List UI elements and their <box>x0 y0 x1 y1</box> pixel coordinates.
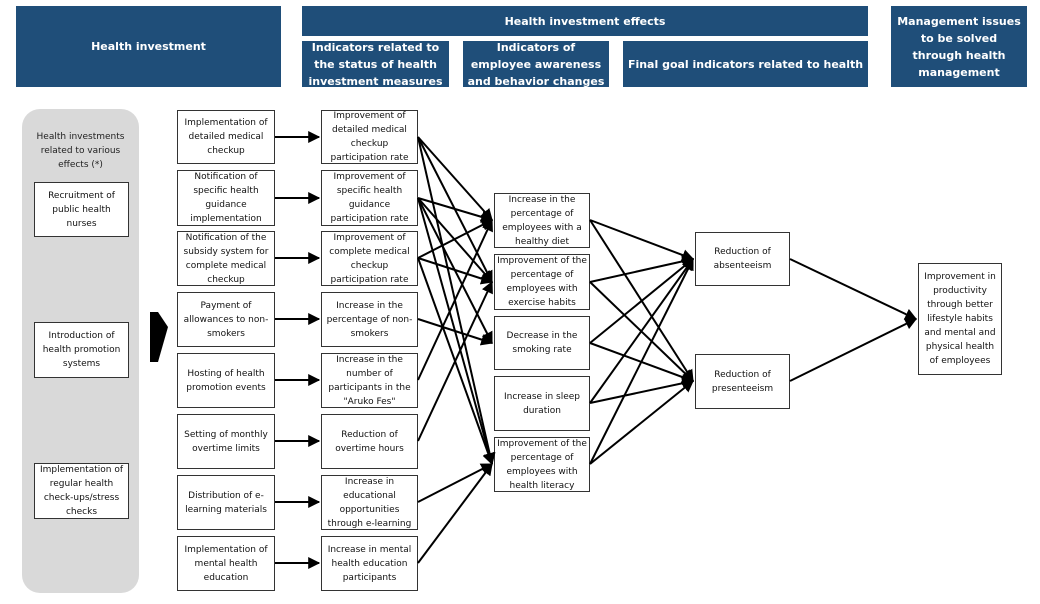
investment-box: Setting of monthly overtime limits <box>177 414 275 469</box>
connector-arrow <box>417 463 493 564</box>
connector-arrow <box>589 380 694 465</box>
final-goal-box: Reduction of absenteeism <box>695 232 790 286</box>
connector-arrow <box>417 136 493 221</box>
connector-arrow <box>789 258 918 320</box>
connector-arrow <box>417 197 494 223</box>
final-goal-box: Reduction of presenteeism <box>695 354 790 409</box>
flow-arrow <box>150 312 168 362</box>
connector-arrow <box>589 377 695 404</box>
investment-box: Implementation of detailed medical check… <box>177 110 275 164</box>
investment-box: Notification of specific health guidance… <box>177 170 275 226</box>
header-indicators-awareness: Indicators of employee awareness and beh… <box>463 41 609 88</box>
investment-box: Distribution of e-learning materials <box>177 475 275 530</box>
connector-arrow <box>417 463 494 503</box>
investment-box: Hosting of health promotion events <box>177 353 275 408</box>
status-indicator-box: Improvement of specific health guidance … <box>321 170 418 226</box>
connector-arrow <box>589 258 694 404</box>
connector-arrow <box>789 318 918 382</box>
panel-item-regular-checkups: Implementation of regular health check-u… <box>34 463 129 519</box>
behavior-indicator-box: Increase in the percentage of employees … <box>494 193 590 248</box>
connector-arrow <box>589 257 694 465</box>
connector-arrow <box>589 258 694 344</box>
header-management-issues: Management issues to be solved through h… <box>891 6 1027 87</box>
header-indicators-status: Indicators related to the status of heal… <box>302 41 449 88</box>
behavior-indicator-box: Decrease in the smoking rate <box>494 316 590 370</box>
connector-arrow <box>417 318 494 346</box>
connector-arrow <box>589 219 695 261</box>
investment-box: Implementation of mental health educatio… <box>177 536 275 591</box>
status-indicator-box: Increase in mental health education part… <box>321 536 418 591</box>
connector-arrow <box>417 219 494 259</box>
panel-item-public-health-nurses: Recruitment of public health nurses <box>34 182 129 237</box>
connector-arrow <box>417 280 493 442</box>
status-indicator-box: Increase in the number of participants i… <box>321 353 418 408</box>
status-indicator-box: Improvement of complete medical checkup … <box>321 231 418 286</box>
panel-item-health-promotion-systems: Introduction of health promotion systems <box>34 322 129 378</box>
status-indicator-box: Reduction of overtime hours <box>321 414 418 469</box>
header-final-goal: Final goal indicators related to health <box>623 41 868 87</box>
status-indicator-box: Increase in the percentage of non-smoker… <box>321 292 418 347</box>
investment-box: Notification of the subsidy system for c… <box>177 231 275 286</box>
connector-arrow <box>417 218 493 381</box>
header-health-investment: Health investment <box>16 6 281 87</box>
side-panel-caption: Health investments related to various ef… <box>36 132 125 170</box>
status-indicator-box: Increase in educational opportunities th… <box>321 475 418 530</box>
behavior-indicator-box: Improvement of the percentage of employe… <box>494 254 590 310</box>
behavior-indicator-box: Increase in sleep duration <box>494 376 590 431</box>
investment-box: Payment of allowances to non-smokers <box>177 292 275 347</box>
connector-arrow <box>589 255 695 283</box>
connector-arrow <box>417 257 494 285</box>
status-indicator-box: Improvement of detailed medical checkup … <box>321 110 418 164</box>
management-issue-box: Improvement in productivity through bett… <box>918 263 1002 375</box>
header-health-investment-effects: Health investment effects <box>302 6 868 36</box>
behavior-indicator-box: Improvement of the percentage of employe… <box>494 437 590 492</box>
